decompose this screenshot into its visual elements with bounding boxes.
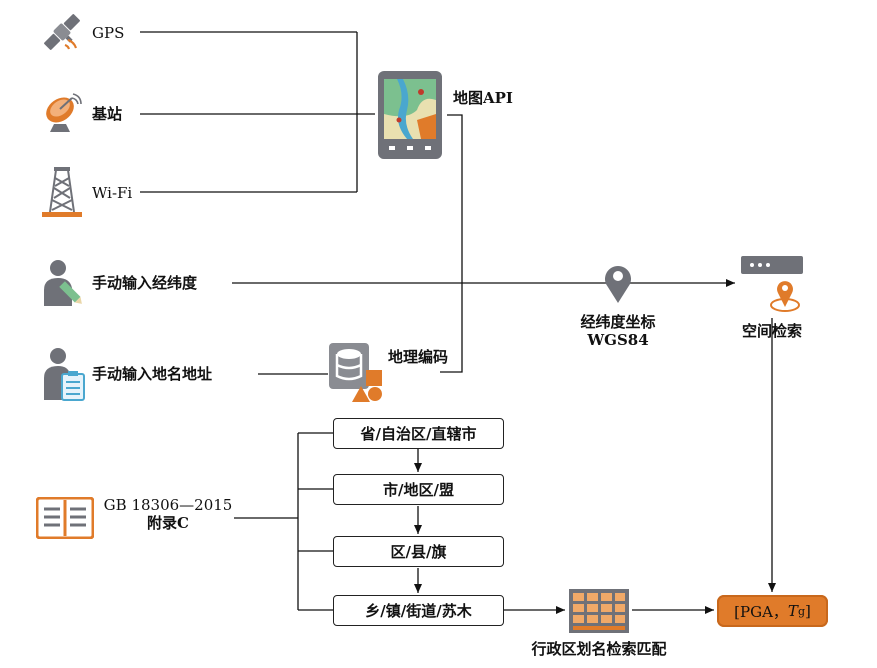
result-t: T xyxy=(787,602,798,620)
admin-level-province: 省/自治区/直辖市 xyxy=(333,418,504,449)
map-api-line xyxy=(440,114,463,373)
map-api-label: 地图API xyxy=(453,89,513,107)
admin-level-county: 区/县/旗 xyxy=(333,536,504,567)
server-pin-icon xyxy=(741,256,803,312)
wifi-label: Wi-Fi xyxy=(92,184,133,202)
standard-label-line1: GB 18306—2015 xyxy=(103,496,233,514)
admin-level-city: 市/地区/盟 xyxy=(333,474,504,505)
person-clipboard-icon xyxy=(44,348,85,401)
base-station-label: 基站 xyxy=(92,105,123,123)
map-pin-icon xyxy=(605,266,631,303)
satellite-icon xyxy=(44,14,80,50)
manual-address-label: 手动输入地名地址 xyxy=(92,365,213,383)
standard-label-line2: 附录C xyxy=(147,514,189,532)
database-shapes-icon xyxy=(329,343,382,402)
gps-label: GPS xyxy=(92,24,125,42)
result-prefix: [PGA， xyxy=(734,602,788,621)
tablet-map-icon xyxy=(378,71,442,159)
signal-tower-icon xyxy=(42,167,82,217)
result-suffix: ] xyxy=(804,602,811,620)
result-sub: g xyxy=(797,604,805,618)
open-book-icon xyxy=(36,497,94,539)
grid-table-icon xyxy=(569,589,629,633)
admin-level-township: 乡/镇/街道/苏木 xyxy=(333,595,504,626)
admin-match-label: 行政区划名检索匹配 xyxy=(531,640,667,658)
coordinate-label-line1: 经纬度坐标 xyxy=(580,313,656,331)
manual-latlon-label: 手动输入经纬度 xyxy=(92,274,198,292)
satellite-dish-icon xyxy=(46,93,82,132)
geocoding-label: 地理编码 xyxy=(388,348,449,366)
person-pen-icon xyxy=(44,260,82,306)
spatial-search-label: 空间检索 xyxy=(741,322,803,340)
coordinate-label-line2: WGS84 xyxy=(587,331,649,349)
